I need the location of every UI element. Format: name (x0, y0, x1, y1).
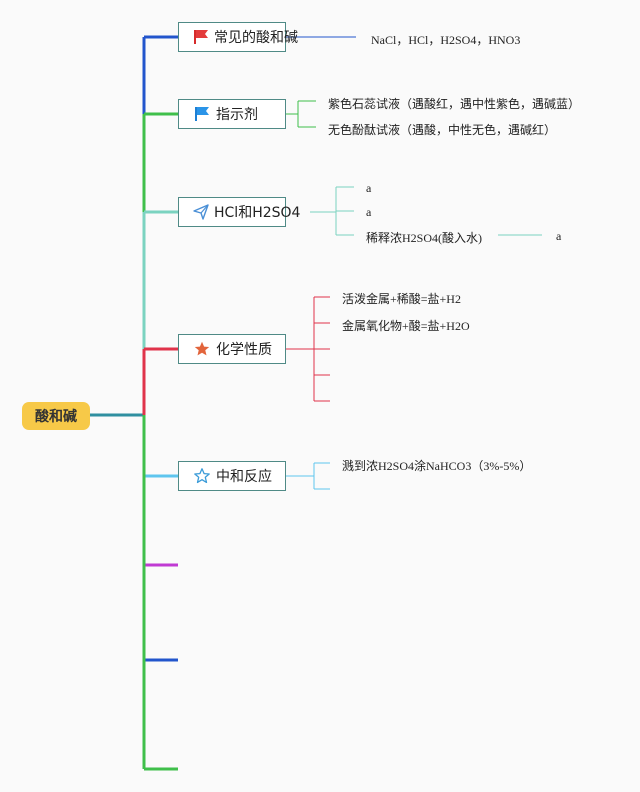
topic-neutralization[interactable]: 中和反应 (178, 461, 286, 491)
leaf-phenolphthalein[interactable]: 无色酚酞试液（遇酸，中性无色，遇碱红） (328, 123, 557, 137)
blue-flag-icon (193, 105, 211, 123)
leaf-dilute-h2so4[interactable]: 稀释浓H2SO4(酸入水) (366, 231, 482, 245)
subleaf-dilute-h2so4[interactable]: a (556, 229, 562, 243)
topic-label: 化学性质 (216, 342, 272, 358)
leaf-common-examples[interactable]: NaCl，HCl，H2SO4，HNO3 (371, 33, 521, 47)
red-flag-icon (193, 28, 209, 46)
topic-label: 常见的酸和碱 (214, 30, 298, 46)
leaf-hcl-2[interactable]: a (366, 205, 372, 219)
topic-indicators[interactable]: 指示剂 (178, 99, 286, 129)
leaf-splash-treatment[interactable]: 溅到浓H2SO4涂NaHCO3（3%-5%） (342, 459, 532, 473)
leaf-hcl-1[interactable]: a (366, 181, 372, 195)
topic-hcl-h2so4[interactable]: HCl和H2SO4 (178, 197, 300, 227)
topic-label: 指示剂 (216, 107, 258, 123)
leaf-metal-oxide[interactable]: 金属氧化物+酸=盐+H2O (342, 319, 470, 333)
star-filled-icon (193, 340, 211, 358)
topic-chemical-properties[interactable]: 化学性质 (178, 334, 286, 364)
topic-label: 中和反应 (216, 469, 272, 485)
topic-label: HCl和H2SO4 (214, 205, 301, 221)
star-outline-icon (193, 467, 211, 485)
leaf-litmus[interactable]: 紫色石蕊试液（遇酸红，遇中性紫色，遇碱蓝） (328, 97, 581, 111)
topic-common-acids-bases[interactable]: 常见的酸和碱 (178, 22, 298, 52)
paper-plane-icon (193, 203, 209, 221)
root-node[interactable]: 酸和碱 (22, 402, 90, 430)
leaf-active-metal[interactable]: 活泼金属+稀酸=盐+H2 (342, 292, 461, 306)
